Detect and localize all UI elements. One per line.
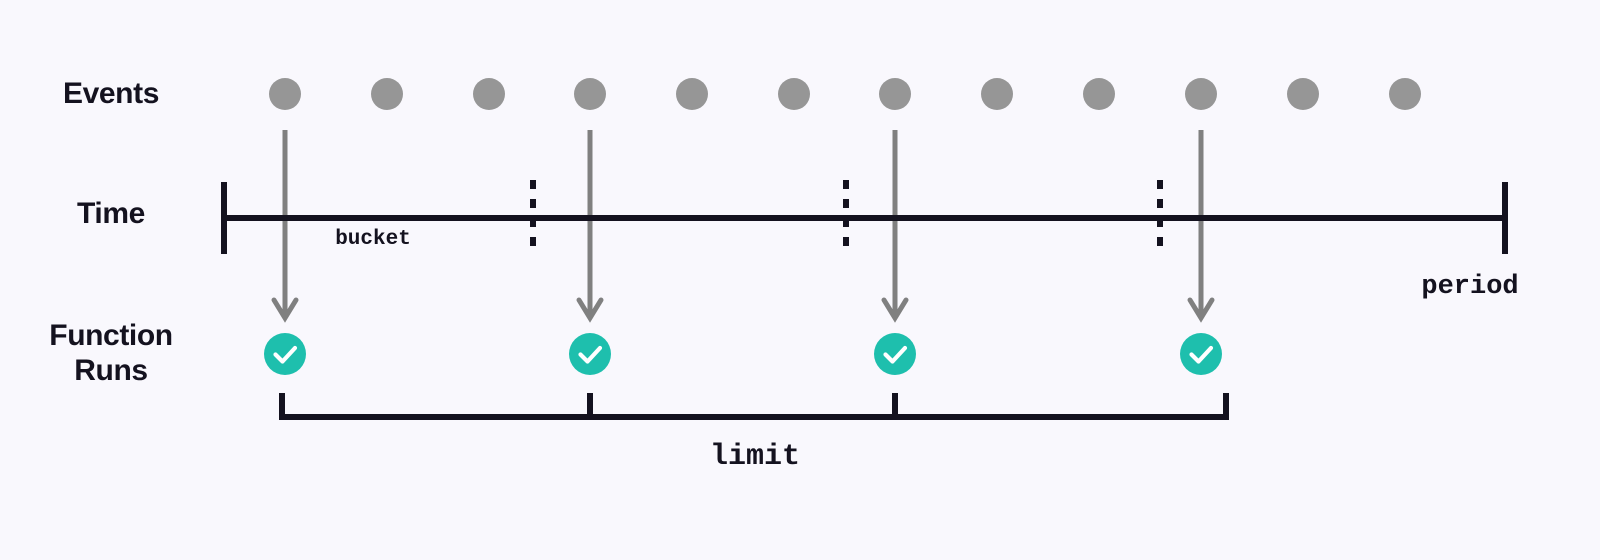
bucket-divider-group <box>530 180 1163 252</box>
bucket-label: bucket <box>335 228 411 251</box>
event-dot <box>269 78 301 110</box>
event-dot <box>1083 78 1115 110</box>
check-icon <box>1189 345 1214 364</box>
check-icon <box>883 345 908 364</box>
event-arrow-head <box>576 297 604 323</box>
check-icon <box>273 345 298 364</box>
event-dot <box>1287 78 1319 110</box>
period-label: period <box>1421 272 1519 302</box>
time-row-label: Time <box>77 197 145 230</box>
time-axis-group <box>221 182 1508 254</box>
event-dot <box>879 78 911 110</box>
limit-bracket-group <box>279 393 1229 420</box>
event-dot <box>371 78 403 110</box>
event-to-run-arrows-group <box>271 130 1215 323</box>
event-dot <box>981 78 1013 110</box>
event-dot <box>676 78 708 110</box>
event-dot <box>574 78 606 110</box>
function-runs-row-label: Function Runs <box>49 319 173 388</box>
event-arrow-head <box>271 297 299 323</box>
event-dot <box>778 78 810 110</box>
function-run-marker <box>264 333 306 375</box>
function-run-marker <box>874 333 916 375</box>
event-arrow-head <box>1187 297 1215 323</box>
event-dot <box>1389 78 1421 110</box>
events-row-label: Events <box>63 77 159 110</box>
run-status-circle <box>569 333 611 375</box>
run-status-circle <box>264 333 306 375</box>
run-status-circle <box>874 333 916 375</box>
function-run-marker <box>1180 333 1222 375</box>
event-dots-group <box>269 78 1421 110</box>
check-icon <box>578 345 603 364</box>
run-status-circle <box>1180 333 1222 375</box>
function-run-marker <box>569 333 611 375</box>
event-dot <box>473 78 505 110</box>
limit-label: limit <box>709 440 800 474</box>
function-run-markers-group <box>264 333 1222 375</box>
event-dot <box>1185 78 1217 110</box>
event-arrow-head <box>881 297 909 323</box>
